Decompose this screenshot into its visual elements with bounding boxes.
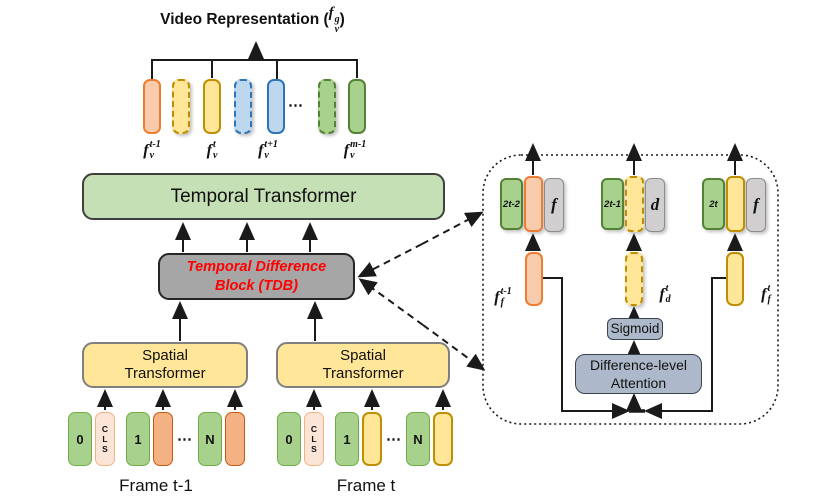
frame-t-label: Frame t xyxy=(336,476,396,495)
title-text: Video Representation ( xyxy=(160,11,329,28)
frame-t-1-token-0: 0 xyxy=(68,412,92,466)
video-token-yellow-dashed xyxy=(172,79,190,134)
video-token-green-solid xyxy=(348,79,366,134)
tdb-detail-panel-border xyxy=(482,154,779,425)
ellipsis-frame-t-1: ⋯ xyxy=(177,431,193,448)
group3-feature-token xyxy=(726,176,745,232)
frame-t-1-token-1: 1 xyxy=(126,412,150,466)
tdb-label-line2: Block (TDB) xyxy=(215,277,298,294)
spatial-transformer-right-box: Spatial Transformer xyxy=(276,342,450,388)
video-token-orange-solid xyxy=(143,79,161,134)
group3-type-token: f xyxy=(746,178,766,232)
temporal-transformer-box: Temporal Transformer xyxy=(82,173,445,220)
frame-t-1-patch-token-1 xyxy=(153,412,173,466)
frame-t-patch-token-1 xyxy=(362,412,382,466)
temporal-transformer-label: Temporal Transformer xyxy=(170,185,357,207)
group2-type-token: d xyxy=(645,178,665,232)
tdb-label-line1: Temporal Difference xyxy=(186,259,327,276)
frame-feature-token-t xyxy=(726,252,744,306)
group1-feature-token xyxy=(524,176,543,232)
ellipsis-top: ⋯ xyxy=(288,97,304,114)
frame-t-cls-token: CLS xyxy=(304,412,324,466)
video-token-green-dashed xyxy=(318,79,336,134)
frame-feature-token-t-1 xyxy=(525,252,543,306)
frame-t-patch-token-N xyxy=(433,412,453,466)
group1-position-token: 2t-2 xyxy=(500,178,523,230)
difference-level-attention-box: Difference-level Attention xyxy=(575,354,702,394)
bracket-line xyxy=(151,59,358,79)
sigmoid-box: Sigmoid xyxy=(607,318,663,340)
group3-position-token: 2t xyxy=(702,178,725,230)
frame-t-1-patch-token-N xyxy=(225,412,245,466)
frame-t-1-token-N: N xyxy=(198,412,222,466)
frame-t-token-N: N xyxy=(406,412,430,466)
group2-position-token: 2t-1 xyxy=(601,178,624,230)
video-token-yellow-solid xyxy=(203,79,221,134)
difference-feature-token xyxy=(625,252,643,306)
ellipsis-frame-t: ⋯ xyxy=(386,431,402,448)
group2-feature-token xyxy=(625,176,644,232)
frame-t-1-label: Frame t-1 xyxy=(119,476,193,495)
temporal-difference-block-box: Temporal Difference Block (TDB) xyxy=(158,253,355,300)
frame-t-token-0: 0 xyxy=(277,412,301,466)
sigmoid-label: Sigmoid xyxy=(610,321,660,337)
video-token-blue-dashed xyxy=(234,79,252,134)
spatial-transformer-left-box: Spatial Transformer xyxy=(82,342,248,388)
frame-t-1-cls-token: CLS xyxy=(95,412,115,466)
video-token-blue-solid xyxy=(267,79,285,134)
group1-type-token: f xyxy=(544,178,564,232)
frame-t-token-1: 1 xyxy=(335,412,359,466)
